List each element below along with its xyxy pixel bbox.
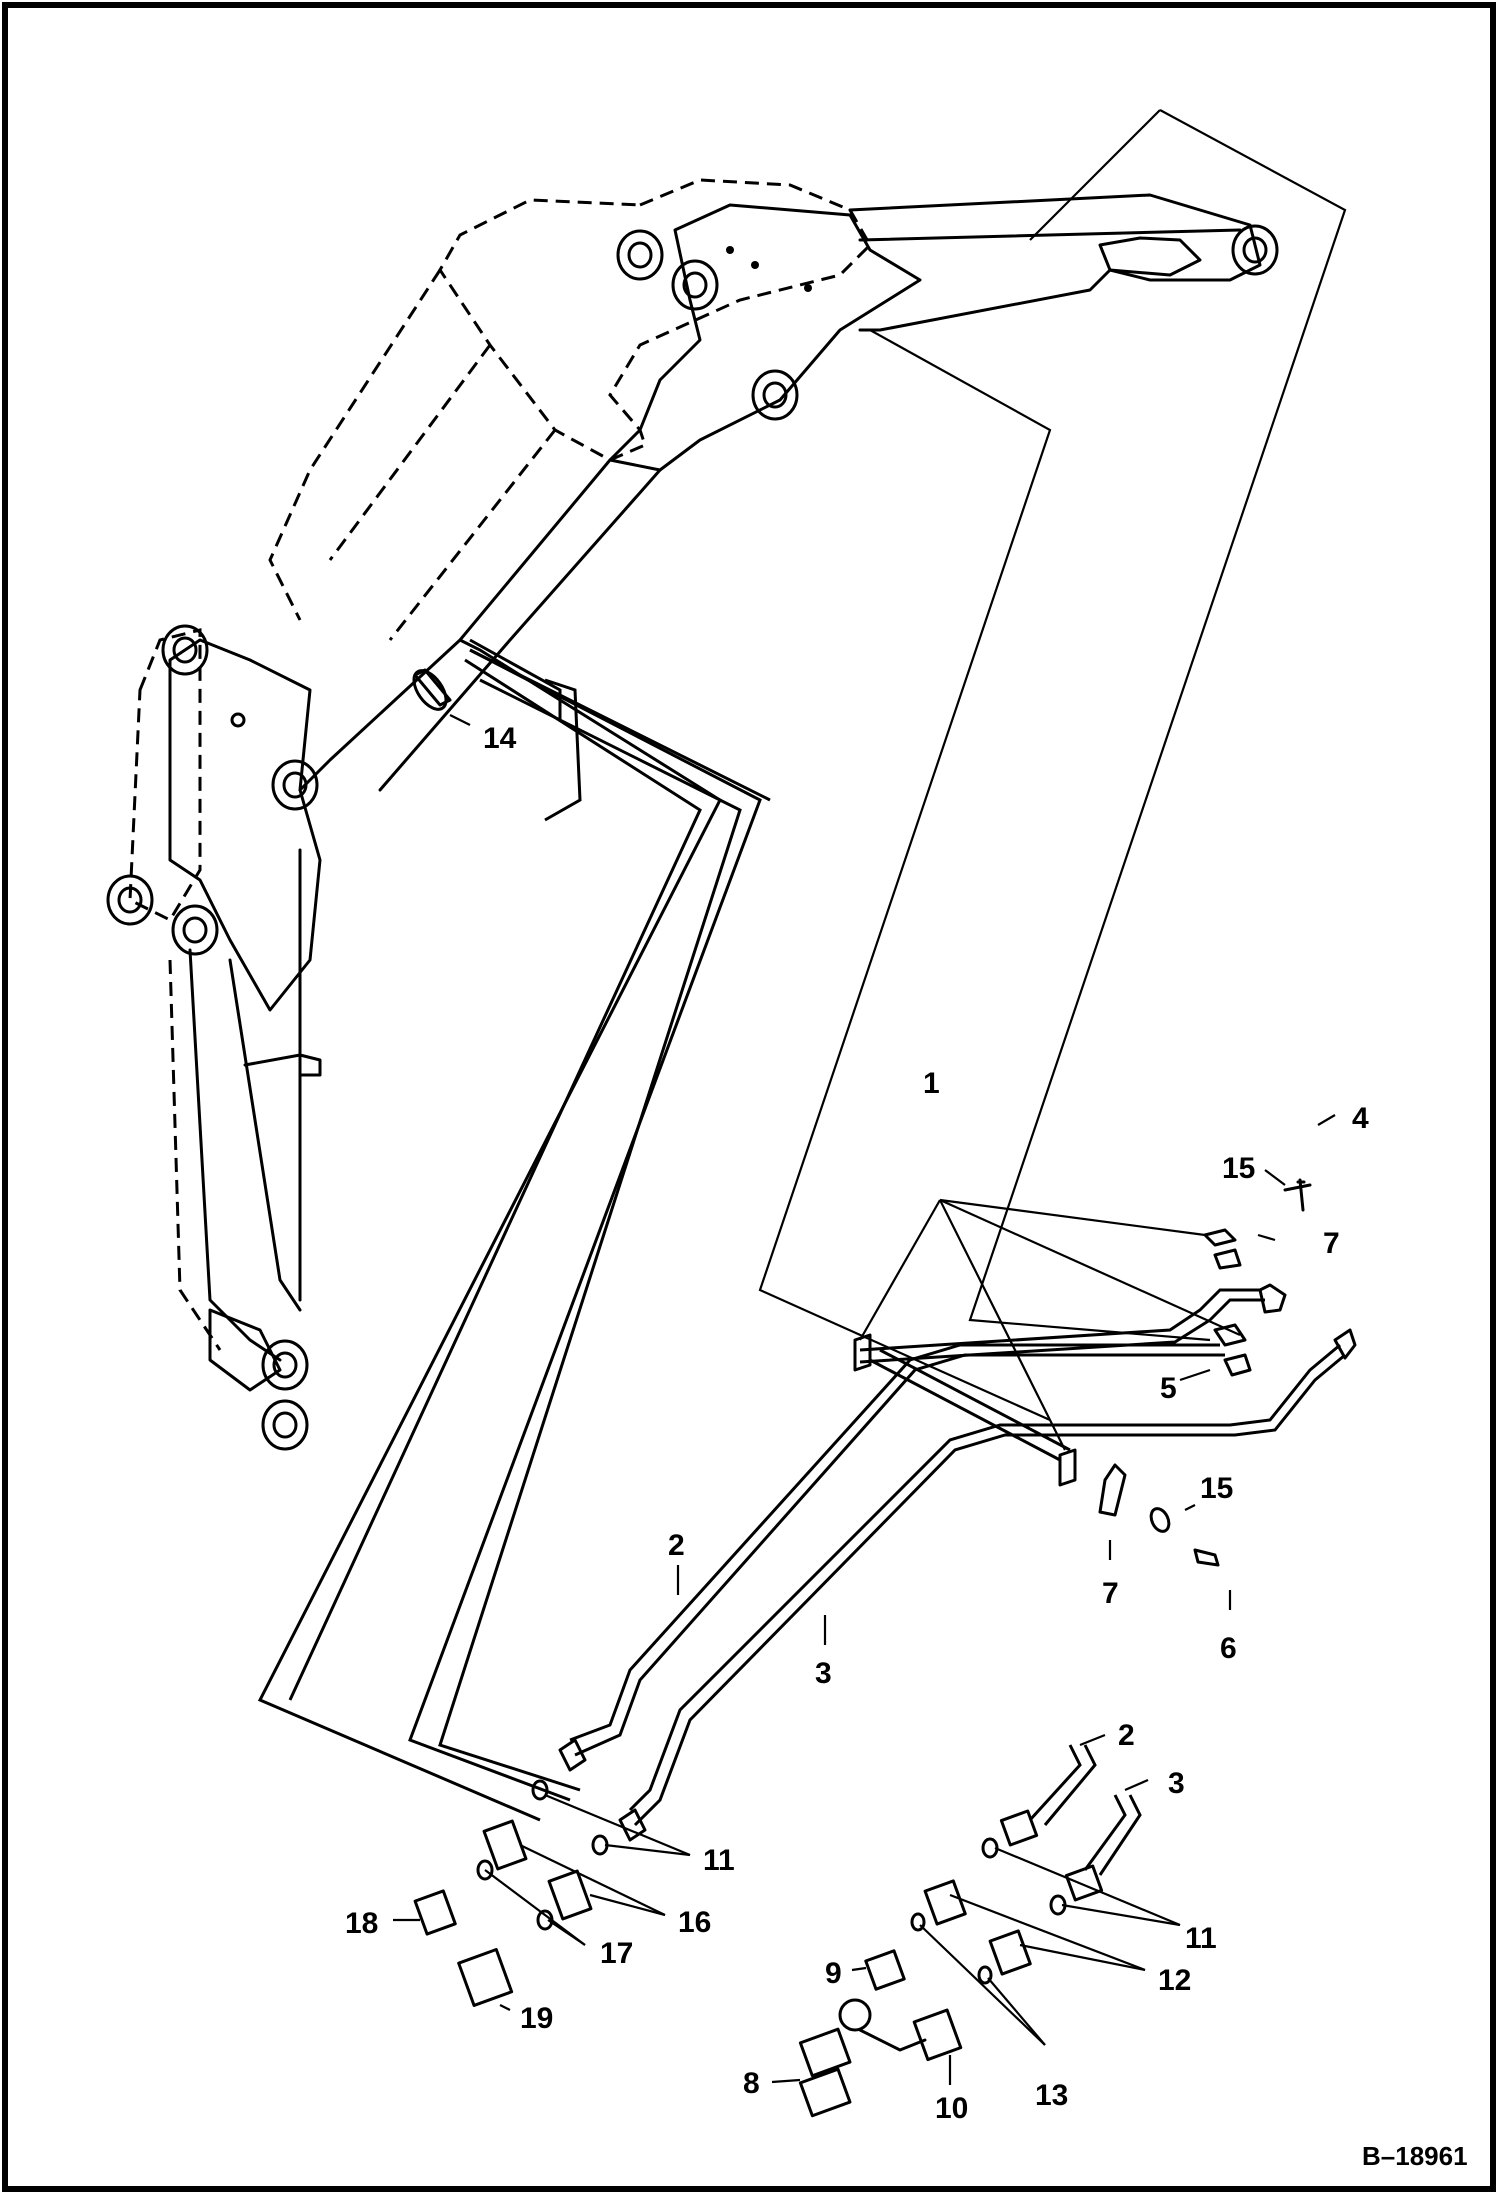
figure-reference: B–18961 (1362, 2141, 1468, 2171)
callout-15-bottom: 15 (1200, 1472, 1233, 1505)
callout-8: 8 (743, 2067, 760, 2100)
view-separator (758, 109, 1347, 1422)
callout-6: 6 (1220, 1632, 1237, 1665)
callout-labels: 1 2 2 3 3 4 5 6 7 7 8 9 10 11 11 12 13 1… (345, 722, 1369, 2125)
callout-5: 5 (1160, 1372, 1177, 1405)
callout-15-top: 15 (1222, 1152, 1255, 1185)
callout-10: 10 (935, 2092, 968, 2125)
callout-12: 12 (1158, 1964, 1191, 1997)
hose-routing (257, 638, 771, 1822)
clamp-14 (412, 668, 452, 711)
callout-14: 14 (483, 722, 517, 755)
callout-2-tube: 2 (668, 1529, 685, 1562)
callout-11-left: 11 (703, 1844, 735, 1877)
callout-18: 18 (345, 1907, 378, 1940)
fittings-right (798, 1744, 1142, 2118)
callout-16: 16 (678, 1906, 711, 1939)
boom-assembly (106, 178, 1279, 1451)
callout-1: 1 (923, 1067, 940, 1100)
tube-lines (531, 1178, 1357, 1856)
fittings-left (413, 1819, 593, 2007)
callout-13: 13 (1035, 2079, 1068, 2112)
callout-11-right: 11 (1185, 1922, 1217, 1955)
callout-7-top: 7 (1323, 1227, 1340, 1260)
callout-7-bottom: 7 (1102, 1577, 1119, 1610)
callout-17: 17 (600, 1937, 633, 1970)
callout-19: 19 (520, 2002, 553, 2035)
callout-4: 4 (1352, 1102, 1369, 1135)
callout-3-hose-end: 3 (1168, 1767, 1185, 1800)
leader-lines (393, 714, 1336, 2085)
callout-9: 9 (825, 1957, 842, 1990)
callout-2-hose-end: 2 (1118, 1719, 1135, 1752)
callout-3-tube: 3 (815, 1657, 832, 1690)
